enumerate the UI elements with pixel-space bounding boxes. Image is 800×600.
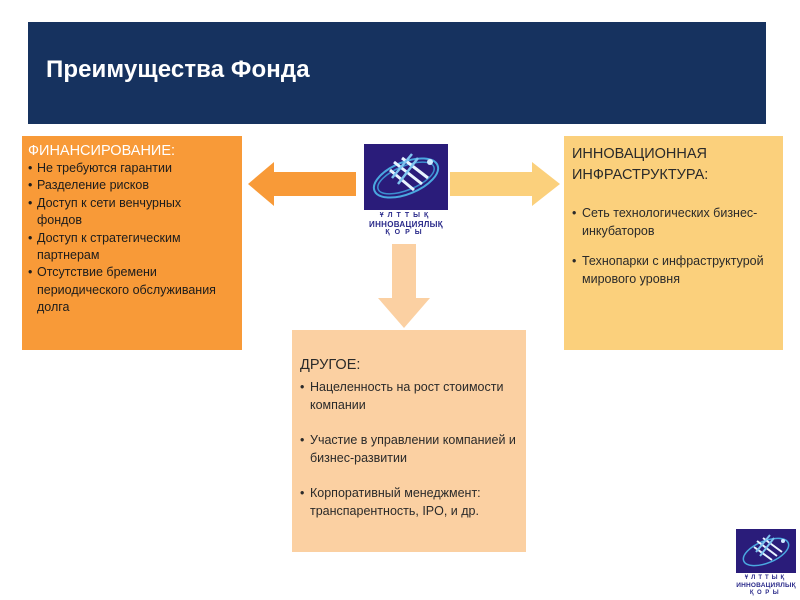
title-banner	[28, 22, 766, 124]
financing-box: ФИНАНСИРОВАНИЕ: •Не требуются гарантии •…	[22, 136, 242, 350]
list-item: •Нацеленность на рост стоимости компании	[300, 380, 504, 412]
list-item: •Участие в управлении компанией и бизнес…	[300, 433, 516, 465]
list-item: •Сеть технологических бизнес-инкубаторов	[572, 206, 758, 238]
logo-text-line2: ИННОВАЦИЯЛЫҚ	[736, 582, 796, 589]
financing-list: •Не требуются гарантии •Разделение риско…	[28, 160, 236, 317]
fund-logo: ҰЛТТЫҚ ИННОВАЦИЯЛЫҚ ҚОРЫ	[360, 140, 452, 238]
list-item: •Корпоративный менеджмент: транспарентно…	[300, 486, 481, 518]
logo-text-line1: ҰЛТТЫҚ	[379, 212, 433, 219]
infrastructure-box: ИННОВАЦИОННАЯ ИНФРАСТРУКТУРА: •Сеть техн…	[564, 136, 783, 350]
list-item: •Технопарки с инфраструктурой мирового у…	[572, 254, 764, 286]
list-item: •Отсутствие бремени периодического обслу…	[28, 265, 216, 315]
logo-emblem-icon	[364, 144, 448, 210]
list-item: •Не требуются гарантии	[28, 161, 172, 175]
list-item: •Доступ к сети венчурных фондов	[28, 195, 182, 228]
other-box: ДРУГОЕ: •Нацеленность на рост стоимости …	[292, 330, 526, 552]
logo-text-line1: ҰЛТТЫҚ	[744, 575, 788, 581]
list-item: •Разделение рисков	[28, 178, 149, 193]
logo-text-line3: ҚОРЫ	[385, 229, 427, 236]
arrow-down-icon	[378, 244, 430, 328]
page-title: Преимущества Фонда	[46, 56, 310, 83]
logo-emblem-icon	[736, 529, 796, 573]
fund-logo-small: ҰЛТТЫҚ ИННОВАЦИЯЛЫҚ ҚОРЫ	[733, 527, 799, 599]
infrastructure-list: •Сеть технологических бизнес-инкубаторов…	[572, 204, 775, 288]
list-item: •Доступ к стратегическим партнерам	[28, 230, 181, 263]
arrow-left-icon	[248, 162, 356, 206]
infrastructure-heading: ИННОВАЦИОННАЯ ИНФРАСТРУКТУРА:	[572, 146, 709, 183]
arrow-right-icon	[450, 162, 560, 206]
financing-heading: ФИНАНСИРОВАНИЕ:	[28, 143, 176, 159]
other-list: •Нацеленность на рост стоимости компании…	[300, 378, 518, 520]
other-heading: ДРУГОЕ:	[300, 357, 361, 373]
logo-text-line3: ҚОРЫ	[749, 590, 783, 596]
logo-text-line2: ИННОВАЦИЯЛЫҚ	[369, 220, 443, 229]
